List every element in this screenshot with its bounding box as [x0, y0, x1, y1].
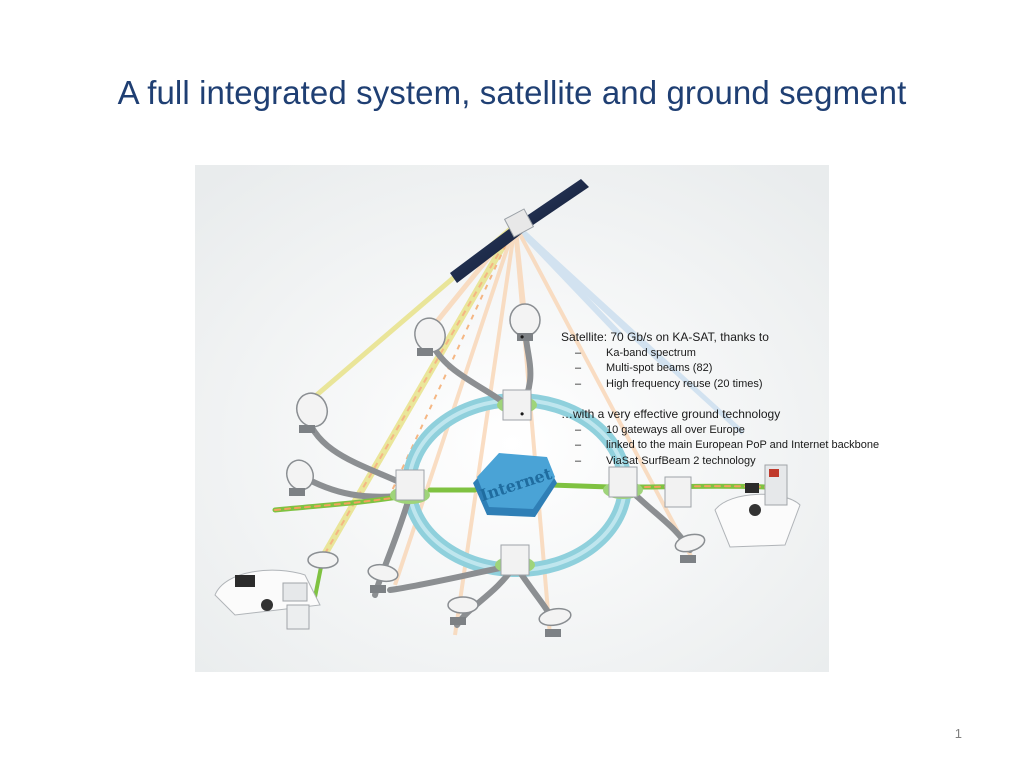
subbullet-text: Multi-spot beams (82) [606, 362, 713, 374]
network-diagram-svg: Internet [195, 165, 829, 672]
subbullet-frequency-reuse: – High frequency reuse (20 times) [520, 377, 920, 393]
subbullet-text: ViaSat SurfBeam 2 technology [606, 454, 756, 467]
internet-hub [473, 453, 557, 517]
gateway-nodes [390, 389, 643, 576]
slide-title: A full integrated system, satellite and … [117, 74, 907, 111]
subbullet-text: linked to the main European PoP and Inte… [606, 439, 880, 451]
subbullet-multi-spot: – Multi-spot beams (82) [520, 361, 920, 377]
page-number: 1 [954, 726, 962, 741]
subbullet-marker: – [575, 423, 582, 436]
right-office-desk [664, 464, 801, 548]
subbullet-marker: – [575, 362, 582, 374]
subbullet-surfbeam: – ViaSat SurfBeam 2 technology [520, 454, 920, 470]
feature-bullets: • Satellite: 70 Gb/s on KA-SAT, thanks t… [520, 330, 920, 469]
bullet-text: Satellite: 70 Gb/s on KA-SAT, thanks to [561, 330, 769, 344]
subbullet-marker: – [575, 346, 582, 359]
bullet-ground-technology: • …with a very effective ground technolo… [520, 407, 920, 423]
subbullet-text: High frequency reuse (20 times) [606, 377, 763, 390]
bullet-satellite: • Satellite: 70 Gb/s on KA-SAT, thanks t… [520, 330, 920, 346]
bullet-marker: • [520, 330, 525, 344]
subbullet-marker: – [575, 439, 582, 451]
subbullet-ka-band: – Ka-band spectrum [520, 346, 920, 362]
subbullet-text: 10 gateways all over Europe [606, 423, 745, 436]
bullet-marker: • [520, 407, 525, 421]
dish-icons [286, 303, 706, 627]
bullet-text: …with a very effective ground technology [561, 407, 781, 421]
subbullet-marker: – [575, 377, 582, 390]
left-office-desk [214, 569, 321, 630]
network-diagram: Internet [195, 165, 829, 672]
subbullet-text: Ka-band spectrum [606, 346, 696, 359]
subbullet-marker: – [575, 454, 582, 467]
dish-bases [289, 333, 696, 637]
subbullet-gateways: – 10 gateways all over Europe [520, 423, 920, 439]
subbullet-pop-backbone: – linked to the main European PoP and In… [520, 438, 920, 454]
satellite [450, 179, 589, 283]
